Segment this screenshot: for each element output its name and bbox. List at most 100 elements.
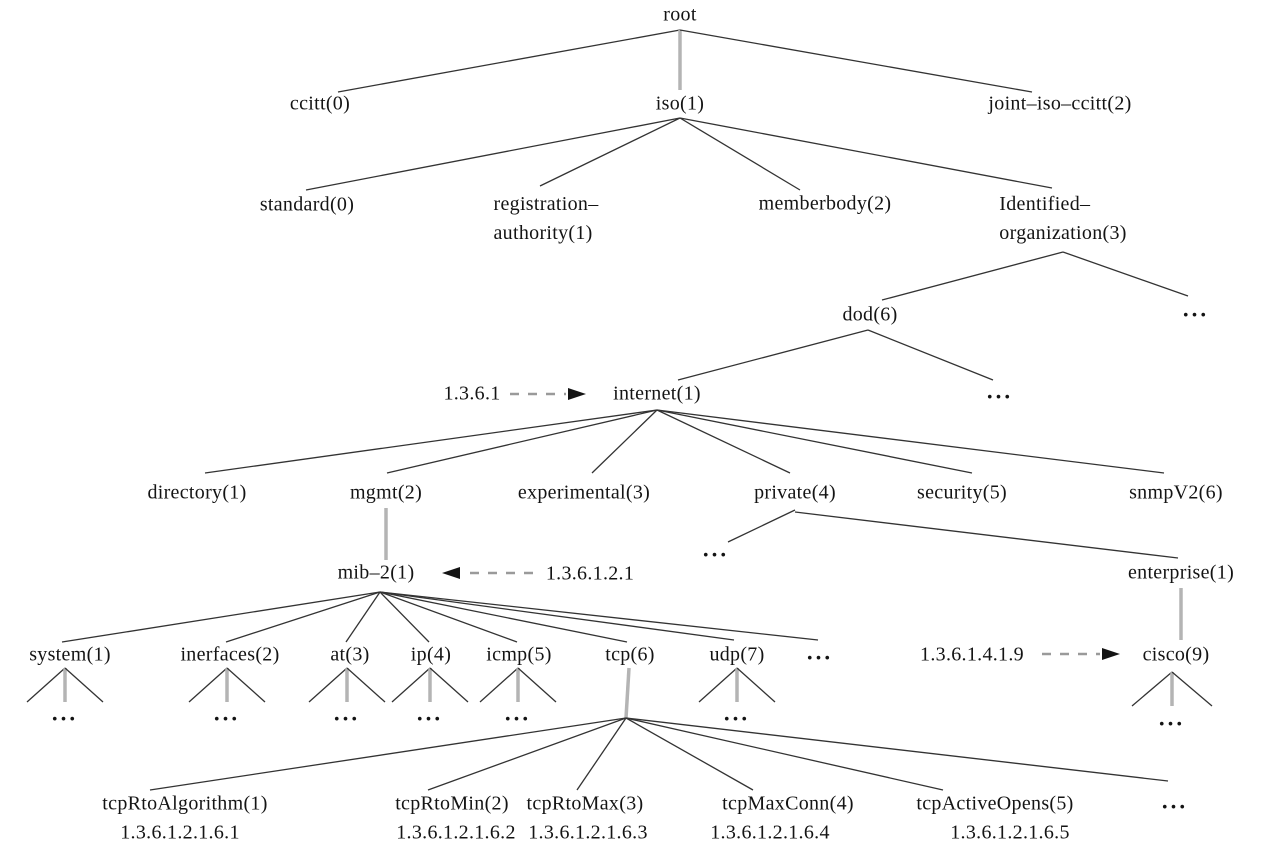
ellipsis-system-children: ...	[51, 700, 79, 726]
tree-edge	[656, 409, 973, 474]
ellipsis-tcp-more: ...	[1161, 788, 1189, 814]
tree-edge	[625, 717, 754, 791]
node-ccitt-0: ccitt(0)	[289, 92, 351, 115]
node-icmp-5: icmp(5)	[486, 643, 552, 666]
tree-edge	[517, 667, 557, 703]
node-udp-7: udp(7)	[709, 643, 765, 666]
node-root: root	[663, 3, 697, 26]
node-internet-1: internet(1)	[613, 382, 701, 405]
ellipsis-udp-children: ...	[723, 700, 751, 726]
node-directory-1: directory(1)	[147, 481, 247, 504]
ellipsis-private-more: ...	[702, 536, 730, 562]
tree-edge	[305, 117, 681, 191]
oid-label-1-3-6-1-2-1-6-1: 1.3.6.1.2.1.6.1	[120, 821, 240, 844]
oid-label-1-3-6-1-2-1-6-5: 1.3.6.1.2.1.6.5	[950, 821, 1070, 844]
tree-edge	[308, 667, 348, 703]
ellipsis-at-children: ...	[333, 700, 361, 726]
tree-edge	[867, 329, 994, 381]
oid-label-1-3-6-1-2-1-6-4: 1.3.6.1.2.1.6.4	[710, 821, 830, 844]
tree-edge	[1131, 671, 1173, 707]
node-tcprtoalgorithm-1: tcpRtoAlgorithm(1)	[102, 792, 268, 815]
tree-edge	[881, 251, 1064, 301]
tree-edge	[188, 667, 228, 703]
node-dod-6: dod(6)	[842, 303, 898, 326]
node-tcpactiveopens-5: tcpActiveOpens(5)	[916, 792, 1074, 815]
node-identified-organization-3: Identified– organization(3)	[999, 193, 1127, 244]
tree-edge	[337, 29, 681, 93]
tree-edge	[391, 667, 431, 703]
tree-edge	[679, 117, 1053, 189]
tree-edge	[677, 329, 869, 381]
tree-edge	[1171, 671, 1213, 707]
node-system-1: system(1)	[29, 643, 111, 666]
tree-edge	[539, 117, 681, 187]
tree-edge	[479, 667, 519, 703]
tree-edge	[26, 667, 66, 703]
node-registration-authority-1: registration– authority(1)	[493, 193, 599, 244]
dashed-arrow-1-3-6-1-to-internet-arrowhead-icon	[568, 388, 586, 400]
node-cisco-9: cisco(9)	[1142, 643, 1210, 666]
tree-edge	[61, 591, 381, 643]
oid-label-1-3-6-1-2-1-6-3: 1.3.6.1.2.1.6.3	[528, 821, 648, 844]
tree-edge	[204, 409, 658, 474]
oid-label-1-3-6-1-2-1-6-2: 1.3.6.1.2.1.6.2	[396, 821, 516, 844]
node-memberbody-2: memberbody(2)	[758, 192, 892, 215]
dashed-arrow-1-3-6-1-4-1-9-to-cisco-arrowhead-icon	[1102, 648, 1120, 660]
tree-edge	[427, 717, 627, 791]
node-tcp-6: tcp(6)	[605, 643, 655, 666]
node-tcprtomin-2: tcpRtoMin(2)	[395, 792, 509, 815]
ellipsis-ip-children: ...	[416, 700, 444, 726]
tree-edge	[429, 667, 469, 703]
node-enterprise-1: enterprise(1)	[1127, 561, 1235, 584]
tree-edge	[794, 511, 1179, 559]
ellipsis-cisco-children: ...	[1158, 705, 1186, 731]
oid-label-1-3-6-1-2-1: 1.3.6.1.2.1	[545, 562, 635, 585]
ellipsis-icmp-children: ...	[504, 700, 532, 726]
ellipsis-mib2-more: ...	[806, 639, 834, 665]
node-mgmt-2: mgmt(2)	[349, 481, 423, 504]
tree-edge	[386, 409, 658, 474]
node-private-4: private(4)	[754, 481, 836, 504]
oid-label-1-3-6-1: 1.3.6.1	[443, 382, 501, 405]
tree-edge	[679, 29, 1033, 93]
oid-label-1-3-6-1-4-1-9: 1.3.6.1.4.1.9	[920, 643, 1024, 666]
tree-edge	[736, 667, 776, 703]
node-experimental-3: experimental(3)	[517, 481, 651, 504]
tree-edge	[727, 509, 796, 543]
tree-edge	[576, 717, 627, 791]
tree-edge	[591, 409, 658, 474]
tree-edge	[679, 117, 801, 191]
node-at-3: at(3)	[330, 643, 370, 666]
node-security-5: security(5)	[917, 481, 1007, 504]
tree-edge	[379, 591, 430, 643]
ellipsis-dod-more: ...	[986, 378, 1014, 404]
tree-edge	[379, 591, 628, 643]
node-iso-1: iso(1)	[655, 92, 705, 115]
node-mib-2-1: mib–2(1)	[337, 561, 415, 584]
dashed-arrow-1-3-6-1-2-1-to-mib2-arrowhead-icon	[442, 567, 460, 579]
tree-edge	[656, 409, 791, 474]
node-ip-4: ip(4)	[410, 643, 452, 666]
tree-edge	[379, 591, 819, 641]
tree-edge	[346, 667, 386, 703]
node-tcprtomax-3: tcpRtoMax(3)	[526, 792, 644, 815]
tree-edge	[624, 667, 631, 719]
tree-edge	[698, 667, 738, 703]
tree-edge	[149, 717, 627, 791]
node-joint-iso-ccitt-2: joint–iso–ccitt(2)	[988, 92, 1132, 115]
tree-edge	[656, 409, 1165, 474]
tree-edge	[625, 717, 1169, 782]
node-snmpv2-6: snmpV2(6)	[1129, 481, 1223, 504]
tree-edge	[64, 667, 104, 703]
tree-edge	[225, 591, 381, 643]
tree-edge	[625, 717, 944, 791]
node-standard-0: standard(0)	[259, 193, 355, 216]
tree-edge	[345, 591, 381, 643]
node-inerfaces-2: inerfaces(2)	[180, 643, 280, 666]
tree-edge	[226, 667, 266, 703]
ellipsis-identified-organization-more: ...	[1182, 296, 1210, 322]
tree-edge	[379, 591, 518, 643]
tree-edge	[379, 591, 735, 641]
node-tcpmaxconn-4: tcpMaxConn(4)	[722, 792, 854, 815]
